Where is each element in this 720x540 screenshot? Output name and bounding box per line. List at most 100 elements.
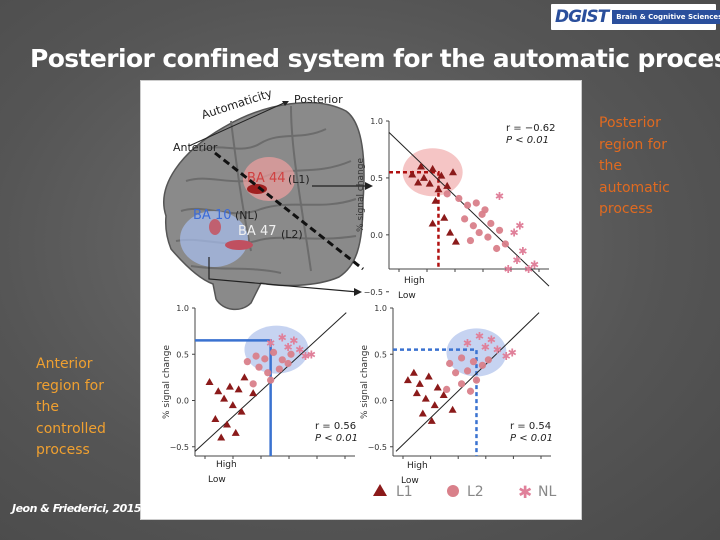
data-point-l2 [485,356,492,363]
data-point-nl: ✱ [508,346,517,359]
left-line-4: controlled [36,419,136,441]
data-point-nl: ✱ [512,254,521,267]
data-point-l1 [413,389,421,396]
y-tick-label: 1.0 [176,304,189,313]
data-point-l1 [446,229,454,236]
data-point-nl: ✱ [504,263,513,276]
data-point-l1 [449,406,457,413]
y-tick-label: 0.0 [176,397,189,406]
data-point-l2 [255,364,262,371]
logo-subtitle: Brain & Cognitive Sciences [612,10,720,24]
left-line-2: region for [36,376,136,398]
left-line-1: Anterior [36,354,136,376]
data-point-l2 [452,369,459,376]
data-point-l1 [249,389,257,396]
y-tick-label: 0.5 [176,350,189,359]
br-high-label: High [407,461,428,471]
legend-l2-marker [447,485,459,497]
data-point-l2 [464,202,471,209]
stat-r: r = −0.62 [506,123,556,134]
citation-credit: Jeon & Friederici, 2015 [12,502,141,515]
data-point-nl: ✱ [278,332,287,345]
data-point-l2 [446,360,453,367]
right-line-1: Posterior [599,113,699,135]
y-tick-label: 0.5 [374,350,387,359]
data-point-l2 [487,220,494,227]
data-point-l2 [467,237,474,244]
data-point-nl: ✱ [495,190,504,203]
legend-nl-label: NL [538,484,556,500]
data-point-l2 [502,240,509,247]
data-point-l1 [226,383,234,390]
data-point-l1 [431,401,439,408]
data-point-l2 [252,353,259,360]
data-point-nl: ✱ [463,337,472,350]
data-point-l2 [473,199,480,206]
data-point-l1 [422,395,430,402]
data-point-l2 [443,386,450,393]
data-point-l2 [476,229,483,236]
tr-high-label: High [404,276,425,286]
right-line-2: region for [599,135,699,157]
y-tick-label: −0.5 [170,443,189,452]
data-point-l1 [235,385,243,392]
legend: L1 L2 ✱ NL [373,483,556,503]
data-point-nl: ✱ [475,330,484,343]
slide-title: Posterior confined system for the automa… [30,44,720,73]
data-point-l2 [493,245,500,252]
data-point-nl: ✱ [515,220,524,233]
ba47-spot [225,240,253,250]
stat-r: r = 0.56 [315,421,356,432]
bl-high-label: High [216,460,237,470]
data-point-l2 [284,360,291,367]
y-axis-label: % signal change [162,345,172,419]
data-point-l1 [206,378,214,385]
data-point-l1 [240,373,248,380]
y-tick-label: 0.0 [374,397,387,406]
data-point-l2 [467,388,474,395]
ba10-label: BA 10 [193,208,232,223]
y-tick-label: −0.5 [364,288,383,297]
data-point-l1 [434,384,442,391]
stat-p: P < 0.01 [506,135,549,146]
data-point-l2 [464,367,471,374]
data-point-l1 [419,409,427,416]
data-point-l2 [250,380,257,387]
data-point-l1 [211,415,219,422]
data-point-l2 [244,358,251,365]
left-line-5: process [36,440,136,462]
data-point-l2 [496,227,503,234]
legend-nl-marker: ✱ [518,483,532,503]
y-tick-label: 0.0 [370,231,383,240]
l2-region-label: (L2) [281,228,303,241]
data-point-l1 [214,387,222,394]
dgist-logo: DGIST Brain & Cognitive Sciences [551,4,716,30]
data-point-l2 [470,358,477,365]
y-axis-label: % signal change [356,158,366,232]
data-point-l1 [220,395,228,402]
data-point-nl: ✱ [289,334,298,347]
data-point-l1 [229,401,237,408]
stat-r: r = 0.54 [510,421,551,432]
stat-p: P < 0.01 [510,433,553,444]
nl-region-label: (NL) [235,209,258,222]
figure-svg: Automaticity Posterior Anterior BA 44 (L… [141,81,581,519]
right-line-5: process [599,199,699,221]
figure-panel: Automaticity Posterior Anterior BA 44 (L… [140,80,582,520]
data-point-l2 [444,190,451,197]
data-point-l2 [473,377,480,384]
chart-ba47: 1.00.50.0−0.5% signal change✱✱✱✱✱✱✱r = 0… [360,304,553,459]
data-point-l2 [458,380,465,387]
right-line-3: the [599,156,699,178]
right-line-4: automatic [599,178,699,200]
data-point-l1 [232,429,240,436]
data-point-l2 [261,355,268,362]
data-point-l1 [410,369,418,376]
data-point-l1 [404,376,412,383]
data-point-l1 [428,417,436,424]
nl-arrow-head [354,288,362,296]
data-point-l2 [479,362,486,369]
legend-l1-label: L1 [396,484,413,500]
logo-mark: DGIST [551,7,608,27]
stat-p: P < 0.01 [315,433,358,444]
